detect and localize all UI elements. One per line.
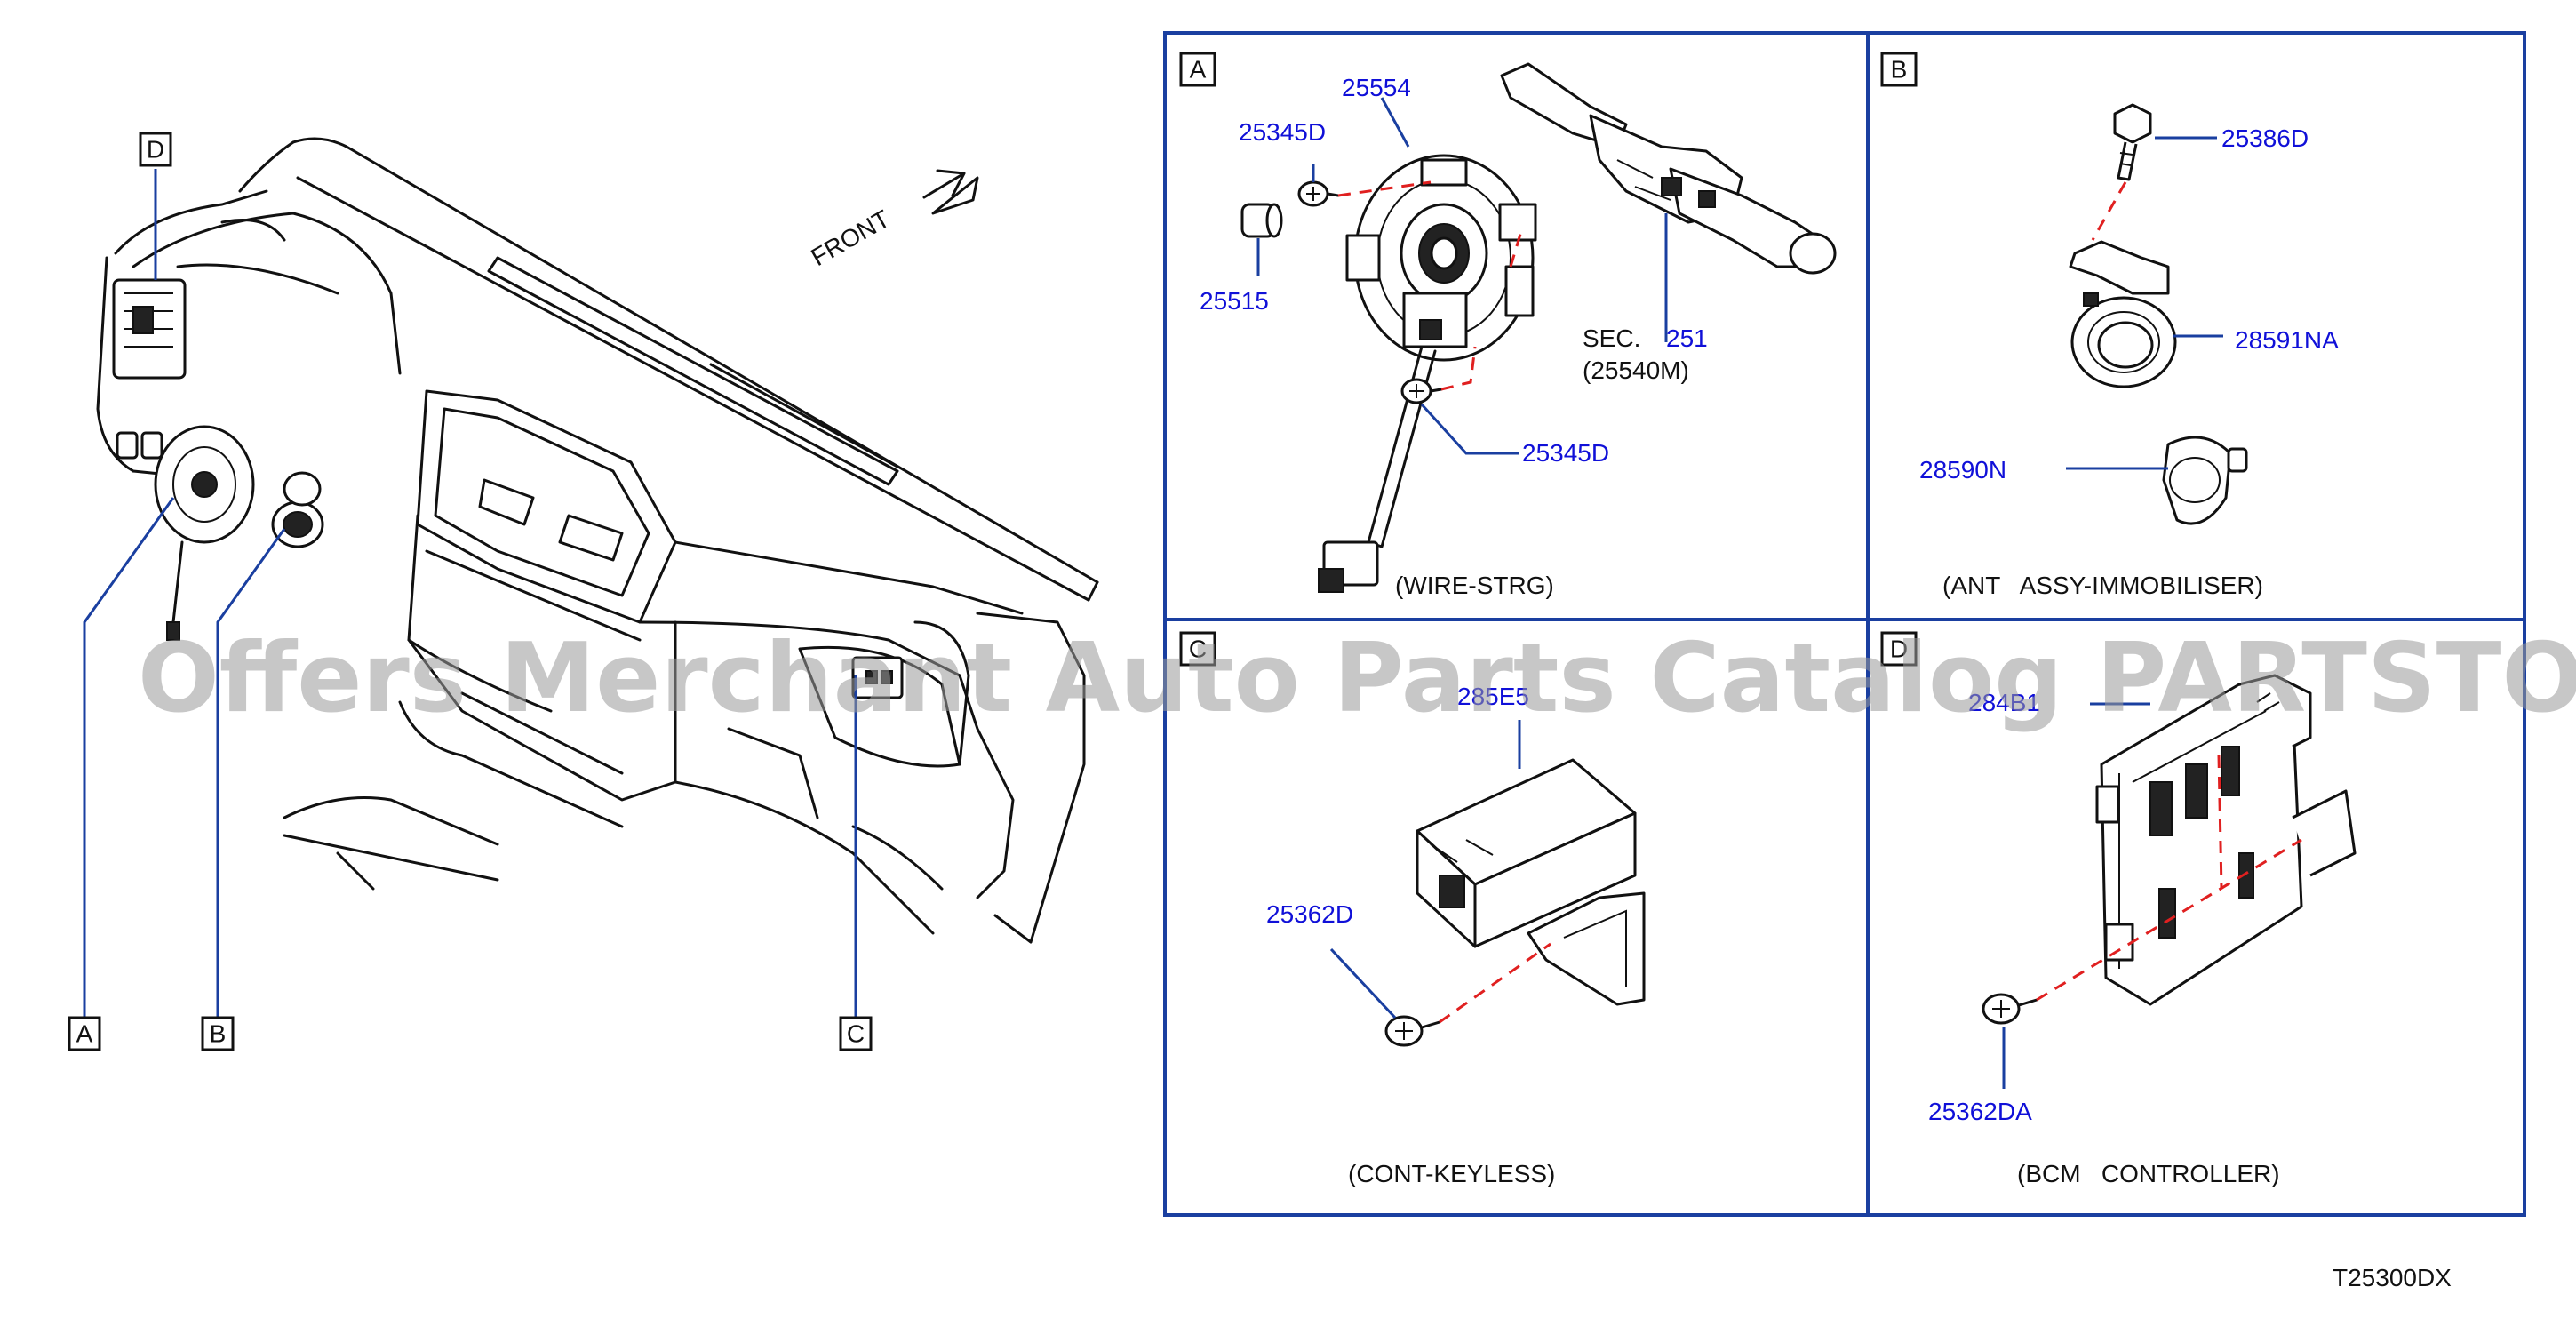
combination-switch <box>1500 62 1837 275</box>
panel-b: B 25386D 28591NA 28590N (ANT <box>1880 52 2339 599</box>
drawing-id: T25300DX <box>2333 1264 2452 1291</box>
callout-a: A <box>68 1016 101 1051</box>
sec-prefix: SEC. <box>1583 324 1640 352</box>
part-25362d: 25362D <box>1266 900 1353 928</box>
panel-c-caption: (CONT-KEYLESS) <box>1348 1160 1555 1187</box>
part-28591na: 28591NA <box>2235 326 2339 354</box>
panel-a-letter: A <box>1190 56 1207 84</box>
panel-d: D 284B1 25362DA (BCM CONTROLLE <box>1880 631 2357 1187</box>
panel-b-caption: (ANT ASSY-IMMOBILISER) <box>1942 572 2263 599</box>
cap-25515 <box>1240 203 1283 238</box>
screw-25362d <box>1384 1015 1441 1047</box>
panel-c: C 285E5 25362D (CONT-KEYLESS) <box>1179 631 1646 1187</box>
steering-column-location <box>154 425 255 641</box>
part-25362da: 25362DA <box>1928 1098 2032 1125</box>
svg-text:C: C <box>847 1020 865 1048</box>
front-label: FRONT <box>807 204 895 271</box>
panel-d-caption: (BCM CONTROLLER) <box>2017 1160 2280 1187</box>
front-direction-indicator: FRONT <box>807 169 979 271</box>
screw-upper <box>1297 180 1340 207</box>
bolt-25386d <box>2113 103 2152 181</box>
svg-text:D: D <box>147 136 164 164</box>
bcm-unit <box>2095 674 2357 1006</box>
part-25386d: 25386D <box>2221 124 2309 152</box>
detail-panels <box>1163 31 2526 1217</box>
callout-c: C <box>839 1016 873 1051</box>
svg-text:A: A <box>76 1020 93 1048</box>
bracket-28590n <box>2162 436 2248 525</box>
clock-spring <box>1318 154 1537 593</box>
panel-a-caption: (WIRE-STRG) <box>1395 572 1554 599</box>
svg-text:B: B <box>210 1020 227 1048</box>
watermark-text: Offers Merchant Auto Parts Catalog PARTS… <box>138 623 2576 734</box>
part-285e5: 285E5 <box>1457 683 1529 710</box>
callout-d: D <box>139 132 172 167</box>
immobiliser-antenna <box>2069 240 2177 388</box>
part-284b1: 284B1 <box>1968 689 2040 716</box>
ignition-location <box>271 471 324 548</box>
screw-lower <box>1400 378 1443 404</box>
part-25515: 25515 <box>1200 287 1269 315</box>
screw-25362da <box>1982 993 2038 1025</box>
bcm-location <box>112 278 187 380</box>
panel-a: A <box>1179 52 1837 599</box>
keyless-controller-unit <box>1416 758 1646 1006</box>
sec-number: 251 <box>1666 324 1708 352</box>
sec-sub: (25540M) <box>1583 356 1689 384</box>
part-25345d-lower: 25345D <box>1522 439 1609 467</box>
part-25345d-upper: 25345D <box>1239 118 1326 146</box>
panel-c-letter: C <box>1189 636 1207 663</box>
keyless-location <box>851 656 904 699</box>
panel-d-letter: D <box>1890 636 1908 663</box>
panel-b-letter: B <box>1891 56 1908 84</box>
part-25554: 25554 <box>1342 74 1411 101</box>
instrument-panel-overview: FRONT D A B C <box>68 132 1099 1051</box>
part-28590n: 28590N <box>1919 456 2006 484</box>
callout-b: B <box>201 1016 235 1051</box>
